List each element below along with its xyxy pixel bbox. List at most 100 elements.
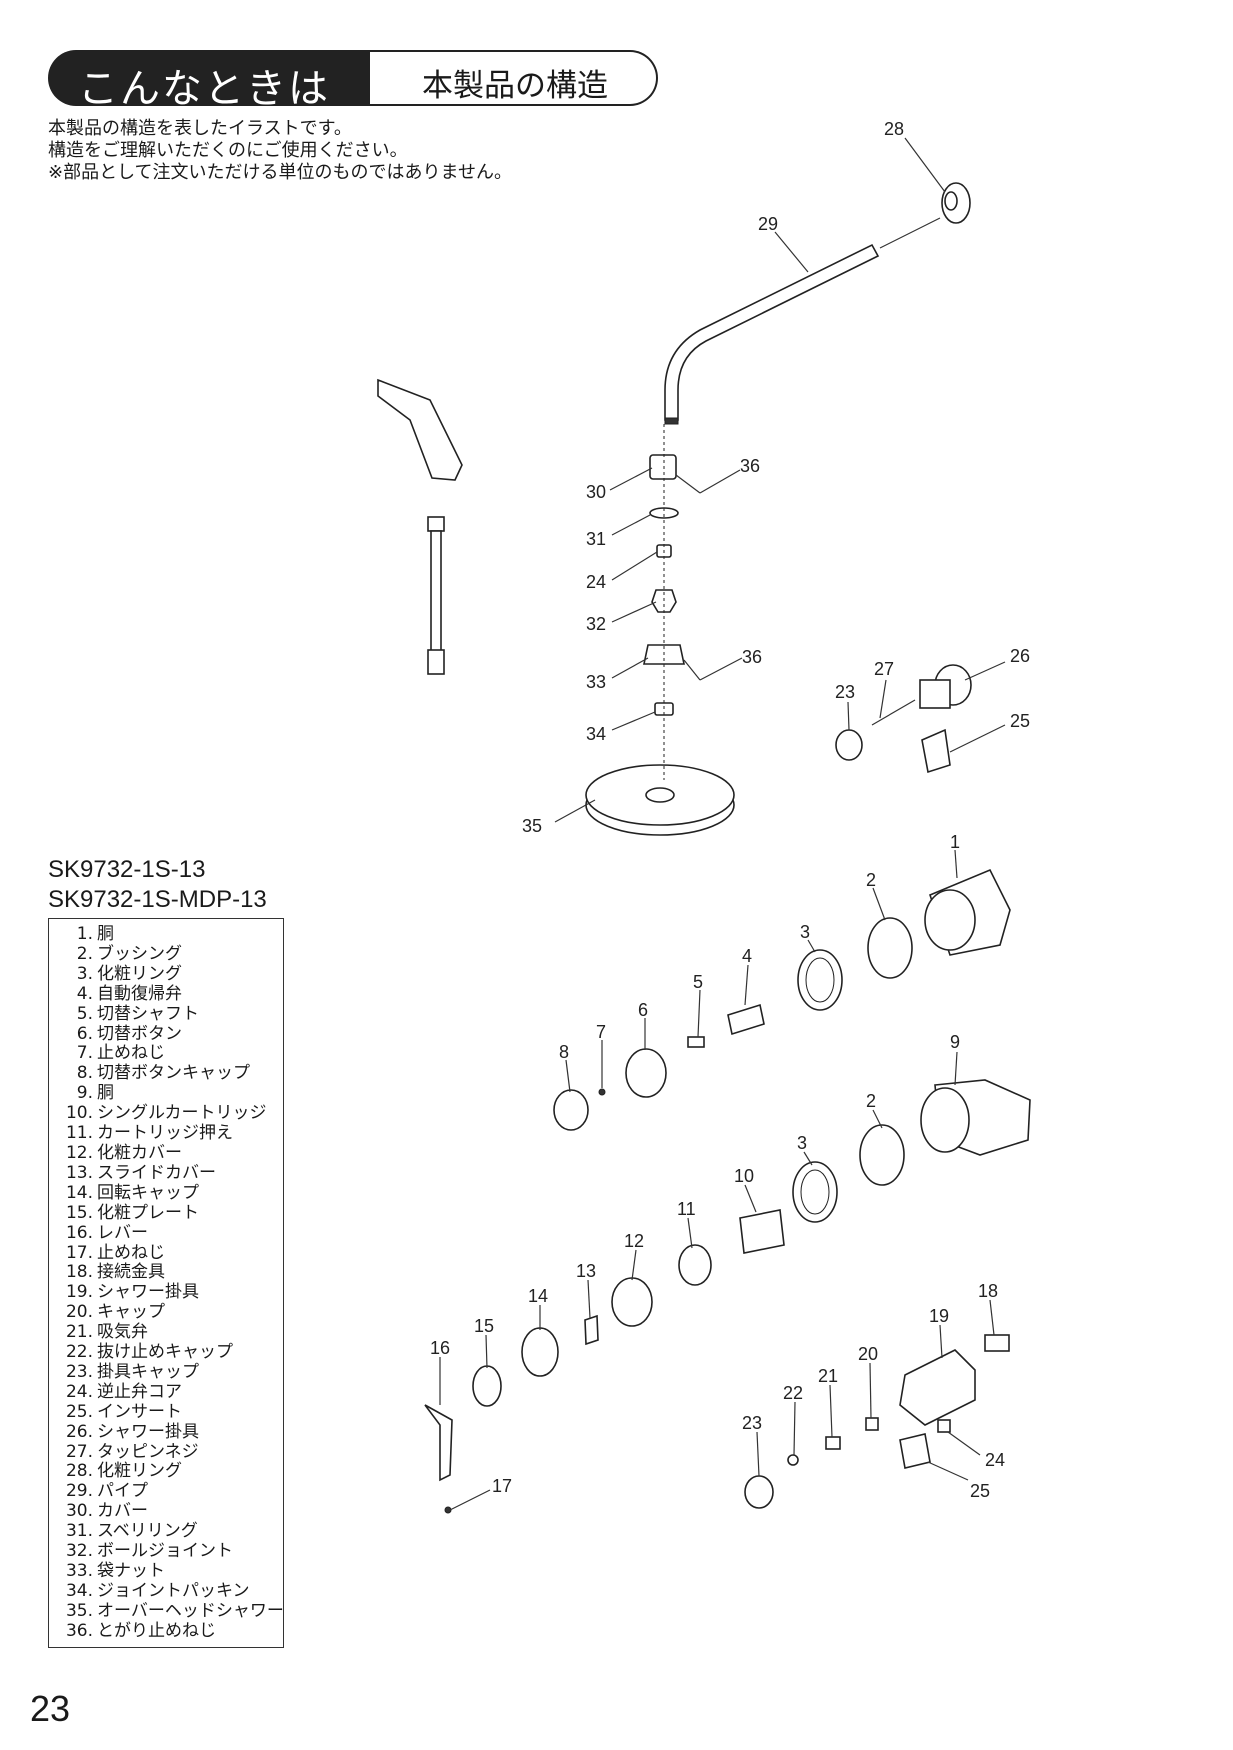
- part-3-ring-inner: [805, 957, 835, 1003]
- parts-list-item: 15.化粧プレート: [49, 1202, 283, 1224]
- callout: 25: [1010, 711, 1030, 731]
- callout: 17: [492, 1476, 512, 1496]
- part-number: 18.: [65, 1262, 93, 1283]
- model-numbers: SK9732-1S-13 SK9732-1S-MDP-13: [48, 855, 267, 915]
- part-number: 10.: [65, 1103, 93, 1124]
- part-name: とがり止めねじ: [97, 1620, 216, 1641]
- parts-list-item: 16.レバー: [49, 1223, 283, 1244]
- part-number: 25.: [65, 1401, 93, 1422]
- part-number: 1.: [76, 924, 93, 944]
- model-number: SK9732-1S-MDP-13: [48, 886, 267, 913]
- leader-lines: [439, 137, 1006, 1511]
- part-23b-cap: [744, 1475, 774, 1509]
- callout: 16: [430, 1338, 450, 1358]
- callout: 9: [950, 1032, 960, 1052]
- part-name: 化粧カバー: [97, 1142, 182, 1163]
- part-number: 36.: [65, 1620, 93, 1641]
- part-20-cap: [865, 1417, 879, 1431]
- parts-list-item: 32.ボールジョイント: [49, 1541, 283, 1562]
- part-24b-core: [937, 1419, 951, 1433]
- callout: 25: [970, 1481, 990, 1501]
- part-number: 19.: [65, 1282, 93, 1303]
- part-7-screw: [598, 1088, 606, 1096]
- part-number: 24.: [65, 1381, 93, 1402]
- parts-list-item: 1.胴: [49, 924, 283, 945]
- part-name: ジョイントパッキン: [97, 1580, 250, 1601]
- part-name: 吸気弁: [97, 1322, 148, 1343]
- callout: 24: [586, 572, 606, 592]
- part-29-thread: [664, 417, 679, 425]
- part-22-cap: [787, 1454, 799, 1466]
- part-number: 15.: [65, 1202, 93, 1223]
- callout: 5: [693, 972, 703, 992]
- callout: 7: [596, 1022, 606, 1042]
- parts-list-item: 8.切替ボタンキャップ: [49, 1063, 283, 1084]
- part-number: 22.: [65, 1342, 93, 1363]
- part-name: インサート: [97, 1401, 182, 1422]
- part-1-thread: [924, 889, 976, 951]
- callout: 30: [586, 482, 606, 502]
- callout: 23: [742, 1413, 762, 1433]
- callout: 10: [734, 1166, 754, 1186]
- pipe-group: [585, 182, 971, 836]
- callout: 28: [884, 119, 904, 139]
- part-30-cover: [649, 454, 677, 480]
- part-4-valve: [727, 1003, 765, 1036]
- intro-line: 本製品の構造を表したイラストです。: [48, 118, 352, 139]
- part-name: 自動復帰弁: [97, 983, 182, 1004]
- callout: 15: [474, 1316, 494, 1336]
- part-name: 切替ボタン: [97, 1023, 182, 1044]
- part-name: カバー: [97, 1501, 148, 1522]
- parts-list-item: 12.化粧カバー: [49, 1142, 283, 1164]
- part-number: 5.: [76, 1003, 93, 1024]
- hand-shower-nut: [427, 516, 445, 532]
- part-number: 11.: [65, 1123, 93, 1144]
- part-number: 3.: [76, 963, 93, 984]
- part-number: 7.: [76, 1043, 93, 1064]
- part-number: 34.: [65, 1580, 93, 1601]
- parts-list-item: 25.インサート: [49, 1401, 283, 1423]
- parts-list-item: 23.掛具キャップ: [49, 1361, 283, 1383]
- part-5-shaft: [687, 1036, 705, 1048]
- part-name: 抜け止めキャップ: [97, 1342, 233, 1363]
- header-title-block: こんなときは: [48, 50, 378, 112]
- callout: 1: [950, 832, 960, 852]
- parts-list-item: 11.カートリッジ押え: [49, 1123, 283, 1144]
- callout: 3: [800, 922, 810, 942]
- part-name: 袋ナット: [97, 1561, 165, 1581]
- part-3b-ring: [792, 1161, 838, 1223]
- parts-list-item: 20.キャップ: [49, 1302, 283, 1323]
- parts-list-item: 33.袋ナット: [49, 1561, 283, 1582]
- part-name: スベリリング: [97, 1521, 198, 1542]
- intro-text: 本製品の構造を表したイラストです。 構造をご理解いただくのにご使用ください。 ※…: [48, 118, 512, 184]
- parts-list-item: 29.パイプ: [49, 1481, 283, 1502]
- callout: 6: [638, 1000, 648, 1020]
- callout: 2: [866, 870, 876, 890]
- parts-list-item: 13.スライドカバー: [49, 1162, 283, 1184]
- part-number: 13.: [65, 1162, 93, 1183]
- holder-group-upper: [835, 664, 972, 774]
- part-number: 21.: [65, 1322, 93, 1343]
- part-28-hole: [944, 191, 958, 211]
- part-name: タッピンネジ: [97, 1441, 199, 1462]
- part-name: ブッシング: [97, 943, 182, 964]
- part-number: 30.: [65, 1501, 93, 1522]
- part-name: キャップ: [97, 1302, 165, 1323]
- parts-list-item: 34.ジョイントパッキン: [49, 1580, 283, 1602]
- part-21-valve: [825, 1436, 841, 1450]
- callout: 23: [835, 682, 855, 702]
- part-27-screw: [871, 699, 916, 726]
- callout: 14: [528, 1286, 548, 1306]
- part-number: 23.: [65, 1361, 93, 1382]
- callout: 2: [866, 1091, 876, 1111]
- callout: 34: [586, 724, 606, 744]
- callout: 19: [929, 1306, 949, 1326]
- part-name: 逆止弁コア: [97, 1381, 182, 1402]
- parts-list-item: 22.抜け止めキャップ: [49, 1342, 283, 1363]
- parts-list-item: 7.止めねじ: [49, 1043, 283, 1064]
- leader-line: [879, 217, 941, 249]
- parts-list-item: 18.接続金具: [49, 1262, 283, 1283]
- page-number: 23: [30, 1688, 71, 1729]
